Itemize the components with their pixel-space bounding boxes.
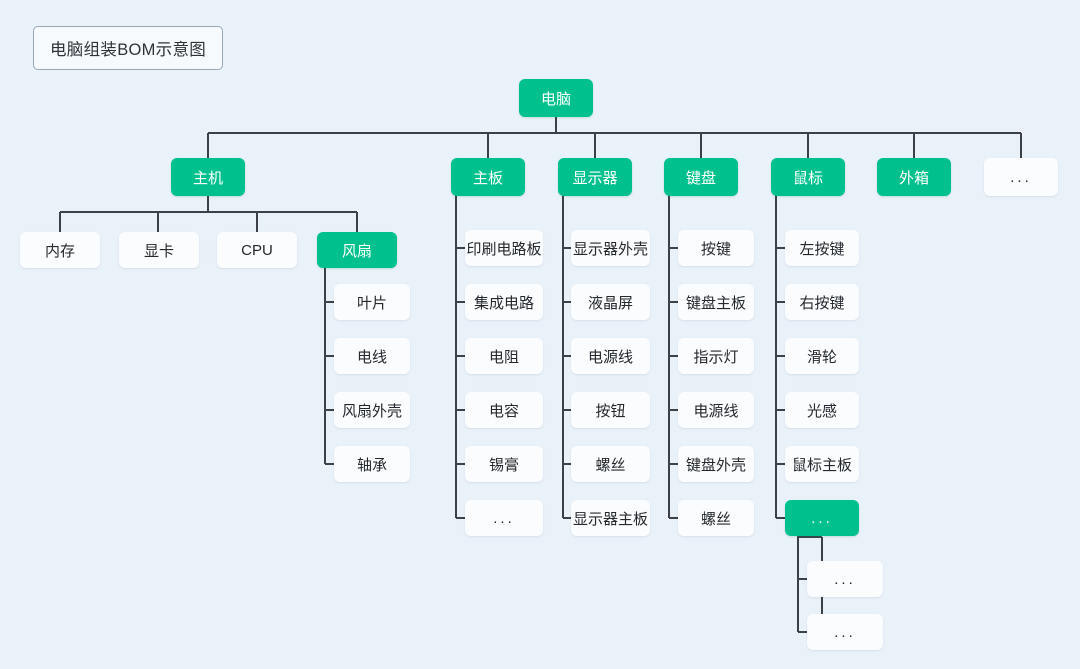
node-optical-sensor[interactable]: 光感 bbox=[785, 392, 859, 428]
node-fan-blade[interactable]: 叶片 bbox=[334, 284, 410, 320]
node-mouse-more-child-2[interactable]: ... bbox=[807, 614, 883, 650]
node-cpu[interactable]: CPU bbox=[217, 232, 297, 268]
node-indicator-light[interactable]: 指示灯 bbox=[678, 338, 754, 374]
node-mainboard-more[interactable]: ... bbox=[465, 500, 543, 536]
node-memory[interactable]: 内存 bbox=[20, 232, 100, 268]
diagram-title: 电脑组装BOM示意图 bbox=[33, 26, 224, 70]
node-keyboard-power-cable[interactable]: 电源线 bbox=[678, 392, 754, 428]
node-monitor-mainboard[interactable]: 显示器主板 bbox=[571, 500, 650, 536]
node-branch-outercase[interactable]: 外箱 bbox=[877, 158, 951, 196]
node-integrated-circuit[interactable]: 集成电路 bbox=[465, 284, 543, 320]
node-keyboard-screw[interactable]: 螺丝 bbox=[678, 500, 754, 536]
node-monitor-power-cable[interactable]: 电源线 bbox=[571, 338, 650, 374]
node-branch-mouse[interactable]: 鼠标 bbox=[771, 158, 845, 196]
node-root-computer[interactable]: 电脑 bbox=[519, 79, 593, 117]
node-mouse-mainboard[interactable]: 鼠标主板 bbox=[785, 446, 859, 482]
node-key[interactable]: 按键 bbox=[678, 230, 754, 266]
node-branch-monitor[interactable]: 显示器 bbox=[558, 158, 632, 196]
node-lcd-panel[interactable]: 液晶屏 bbox=[571, 284, 650, 320]
node-left-button[interactable]: 左按键 bbox=[785, 230, 859, 266]
node-solder-paste[interactable]: 锡膏 bbox=[465, 446, 543, 482]
node-branch-mainboard[interactable]: 主板 bbox=[451, 158, 525, 196]
node-branch-more[interactable]: ... bbox=[984, 158, 1058, 196]
node-branch-keyboard[interactable]: 键盘 bbox=[664, 158, 738, 196]
node-monitor-shell[interactable]: 显示器外壳 bbox=[571, 230, 650, 266]
node-graphics-card[interactable]: 显卡 bbox=[119, 232, 199, 268]
node-keyboard-mainboard[interactable]: 键盘主板 bbox=[678, 284, 754, 320]
node-monitor-screw[interactable]: 螺丝 bbox=[571, 446, 650, 482]
node-fan[interactable]: 风扇 bbox=[317, 232, 397, 268]
node-keyboard-shell[interactable]: 键盘外壳 bbox=[678, 446, 754, 482]
node-resistor[interactable]: 电阻 bbox=[465, 338, 543, 374]
node-monitor-button[interactable]: 按钮 bbox=[571, 392, 650, 428]
node-fan-wire[interactable]: 电线 bbox=[334, 338, 410, 374]
node-branch-host[interactable]: 主机 bbox=[171, 158, 245, 196]
node-mouse-more-child-1[interactable]: ... bbox=[807, 561, 883, 597]
node-capacitor[interactable]: 电容 bbox=[465, 392, 543, 428]
node-fan-shell[interactable]: 风扇外壳 bbox=[334, 392, 410, 428]
node-right-button[interactable]: 右按键 bbox=[785, 284, 859, 320]
node-fan-bearing[interactable]: 轴承 bbox=[334, 446, 410, 482]
node-scroll-wheel[interactable]: 滑轮 bbox=[785, 338, 859, 374]
node-mouse-more[interactable]: ... bbox=[785, 500, 859, 536]
node-pcb[interactable]: 印刷电路板 bbox=[465, 230, 543, 266]
